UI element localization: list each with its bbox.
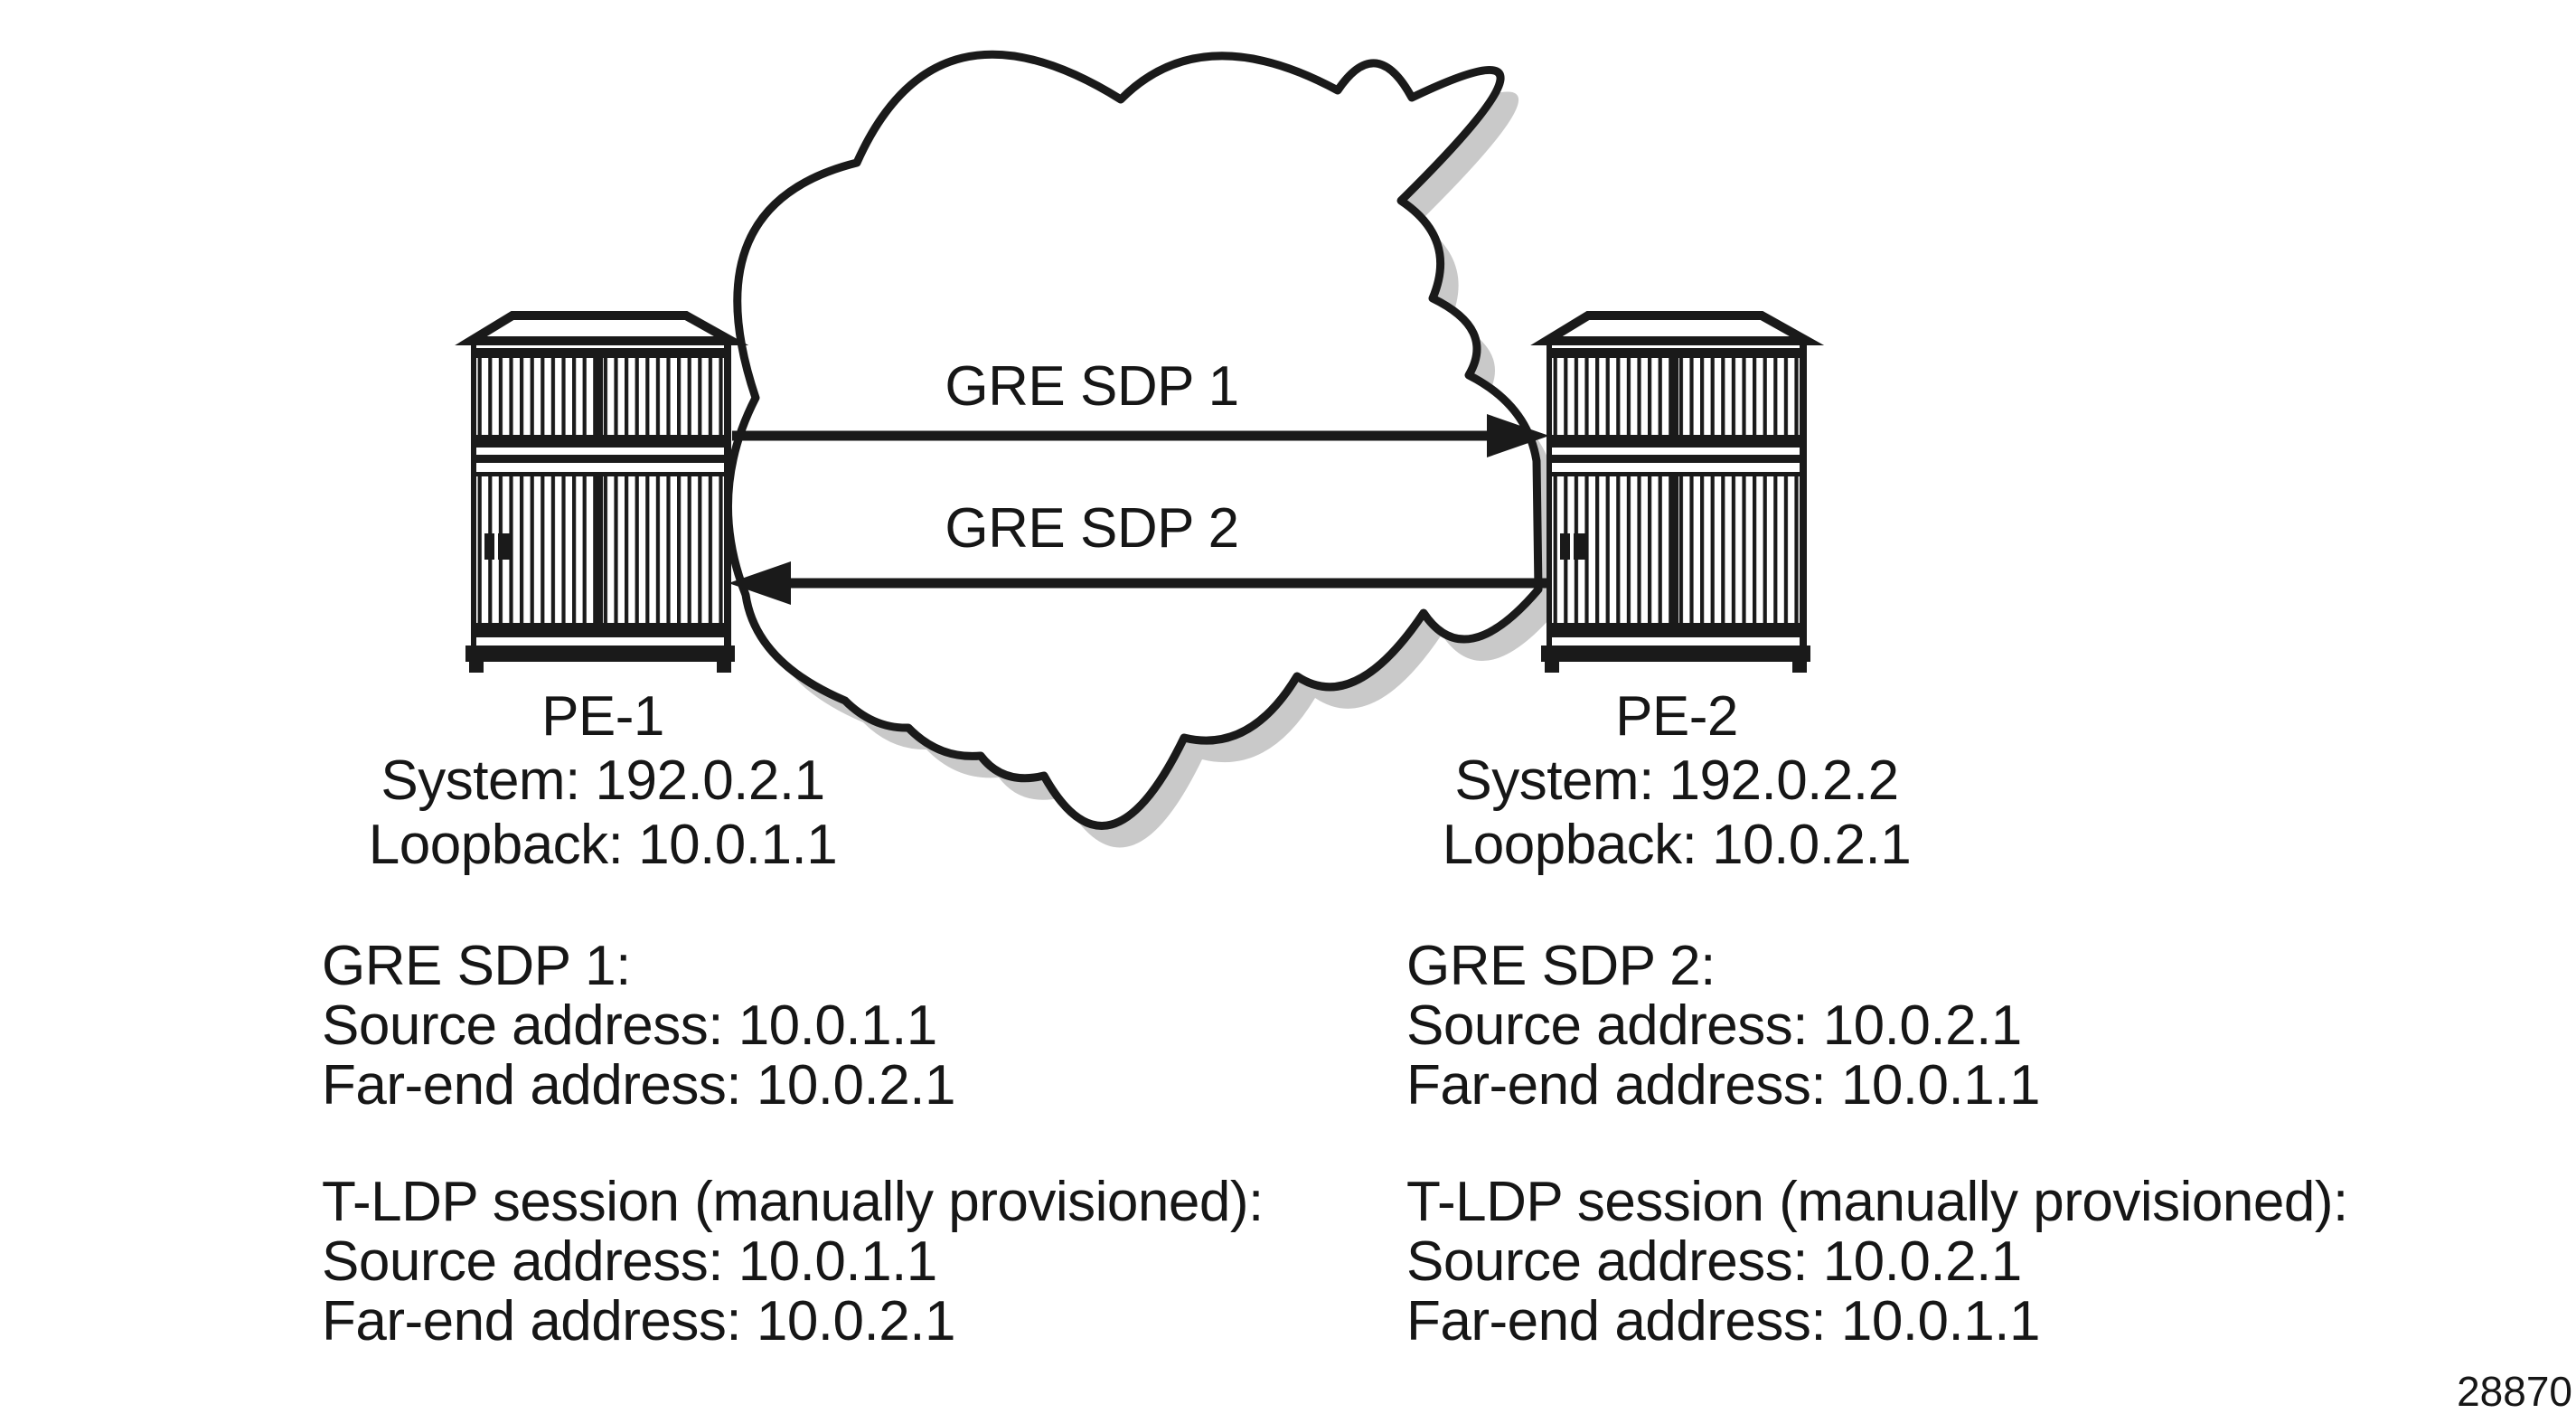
router-icon-pe1 — [465, 316, 735, 673]
pe2-system-address: System: 192.0.2.2 — [1454, 749, 1899, 812]
gre-sdp1-arrow-label: GRE SDP 1 — [945, 355, 1239, 418]
note-gre-sdp1: GRE SDP 1: Source address: 10.0.1.1 Far-… — [322, 937, 955, 1116]
pe1-name: PE-1 — [541, 685, 664, 748]
pe2-name: PE-2 — [1615, 685, 1738, 748]
pe2-caption: PE-2 System: 192.0.2.2 Loopback: 10.0.2.… — [1396, 684, 1957, 877]
note-gre-sdp1-title: GRE SDP 1: — [322, 935, 631, 997]
note-gre-sdp2-title: GRE SDP 2: — [1406, 935, 1716, 997]
note-tldp-pe1-farend: Far-end address: 10.0.2.1 — [322, 1290, 955, 1352]
note-tldp-pe1: T-LDP session (manually provisioned): So… — [322, 1173, 1264, 1352]
note-tldp-pe2: T-LDP session (manually provisioned): So… — [1406, 1173, 2348, 1352]
pe1-caption: PE-1 System: 192.0.2.1 Loopback: 10.0.1.… — [323, 684, 883, 877]
router-icon-pe2 — [1541, 316, 1810, 673]
note-gre-sdp1-source: Source address: 10.0.1.1 — [322, 994, 937, 1057]
pe2-loopback-address: Loopback: 10.0.2.1 — [1442, 814, 1912, 876]
note-gre-sdp2: GRE SDP 2: Source address: 10.0.2.1 Far-… — [1406, 937, 2040, 1116]
pe1-loopback-address: Loopback: 10.0.1.1 — [368, 814, 838, 876]
note-tldp-pe2-source: Source address: 10.0.2.1 — [1406, 1230, 2022, 1293]
note-gre-sdp2-source: Source address: 10.0.2.1 — [1406, 994, 2022, 1057]
gre-sdp1-arrow — [732, 414, 1549, 457]
note-gre-sdp1-farend: Far-end address: 10.0.2.1 — [322, 1054, 955, 1117]
pe1-system-address: System: 192.0.2.1 — [381, 749, 825, 812]
note-tldp-pe2-farend: Far-end address: 10.0.1.1 — [1406, 1290, 2040, 1352]
note-tldp-pe2-title: T-LDP session (manually provisioned): — [1406, 1171, 2348, 1233]
note-gre-sdp2-farend: Far-end address: 10.0.1.1 — [1406, 1054, 2040, 1117]
gre-sdp2-arrow — [729, 561, 1547, 605]
gre-sdp2-arrow-label: GRE SDP 2 — [945, 497, 1239, 560]
note-tldp-pe1-title: T-LDP session (manually provisioned): — [322, 1171, 1264, 1233]
figure-number: 28870 — [2457, 1368, 2572, 1415]
note-tldp-pe1-source: Source address: 10.0.1.1 — [322, 1230, 937, 1293]
